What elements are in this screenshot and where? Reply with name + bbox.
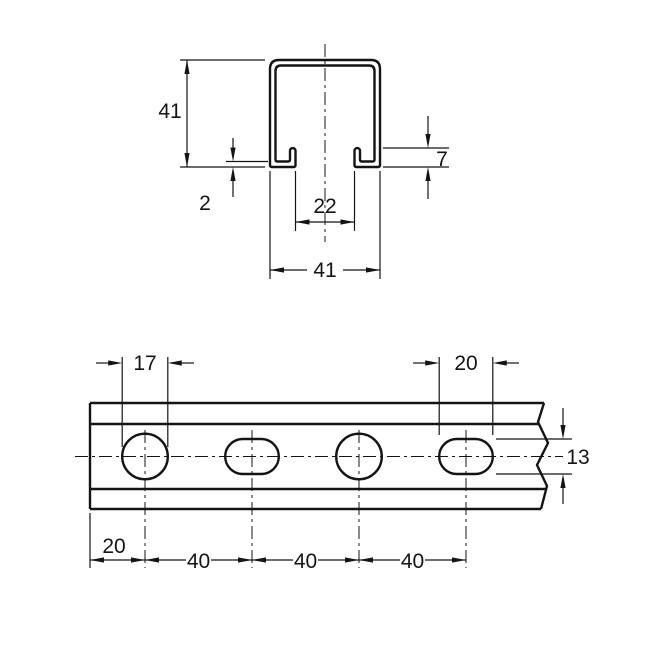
dim-label-edge-distance: 20 — [102, 535, 125, 558]
arrowhead-left — [145, 557, 159, 563]
arrowhead-left — [492, 360, 507, 366]
arrowhead-up — [230, 167, 236, 181]
dim-label-pitch-2: 40 — [294, 550, 317, 573]
arrowhead-right — [108, 360, 123, 366]
arrowhead-down — [560, 425, 566, 439]
dim-round-hole-17: 17 — [96, 352, 194, 447]
dim-section-height: 41 — [158, 59, 265, 168]
dim-label-thickness: 2 — [199, 192, 211, 215]
arrowhead-left — [295, 219, 310, 225]
slot-hole-2 — [223, 437, 280, 476]
dim-slot-length-20: 20 — [413, 352, 519, 435]
arrowhead-down — [425, 134, 431, 148]
dim-label-hole-dia: 17 — [133, 352, 156, 375]
arrowhead-right — [425, 360, 440, 366]
channel-profile-outline — [268, 58, 382, 169]
dim-section-width: 41 — [269, 171, 381, 282]
dim-label-pitch-3: 40 — [401, 550, 424, 573]
dim-label-height: 41 — [158, 100, 181, 123]
dim-label-lip-height: 7 — [436, 148, 448, 171]
arrowhead-right — [345, 557, 359, 563]
arrowhead-right — [452, 557, 466, 563]
arrowhead-left — [252, 557, 266, 563]
round-hole-3 — [335, 432, 384, 481]
dim-label-pitch-1: 40 — [187, 550, 210, 573]
arrowhead-right — [131, 557, 145, 563]
dim-label-hole-height: 13 — [566, 446, 589, 469]
arrowhead-left — [90, 557, 104, 563]
dim-hole-height-13: 13 — [496, 408, 590, 504]
break-line — [535, 402, 550, 510]
arrowhead-left — [359, 557, 373, 563]
slot-hole-4 — [438, 437, 495, 476]
dim-slot-opening: 22 — [294, 171, 356, 231]
cross-section-view: 41 2 7 22 — [158, 44, 449, 282]
arrowhead-right — [366, 267, 380, 273]
arrowhead-down — [230, 147, 236, 162]
plan-view: 17 20 13 20 — [75, 352, 590, 573]
dim-wall-thickness: 2 — [199, 138, 268, 215]
dim-label-width: 41 — [313, 259, 336, 282]
dim-label-slot-length: 20 — [454, 352, 477, 375]
dim-label-opening: 22 — [313, 195, 336, 218]
arrowhead-left — [167, 360, 182, 366]
arrowhead-left — [270, 267, 284, 273]
arrowhead-up — [560, 474, 566, 488]
arrowhead-up — [425, 167, 431, 181]
arrowhead-down — [184, 153, 190, 167]
arrowhead-up — [184, 60, 190, 74]
dim-lip-height: 7 — [383, 116, 449, 199]
round-hole-1 — [120, 432, 169, 481]
arrowhead-right — [340, 219, 355, 225]
dim-hole-spacing-chain: 20 40 40 40 — [89, 513, 466, 573]
arrowhead-right — [238, 557, 252, 563]
